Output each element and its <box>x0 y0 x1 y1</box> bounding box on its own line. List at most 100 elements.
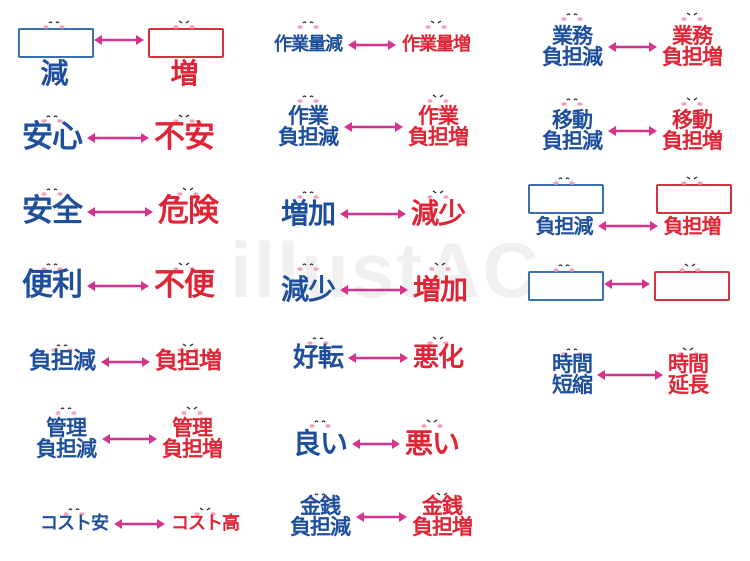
face-icon <box>173 262 195 271</box>
face-icon <box>427 336 449 345</box>
double-arrow-icon <box>607 42 657 52</box>
decrease-word: 作業量減 <box>274 34 343 55</box>
decrease-word: コスト安 <box>40 513 109 534</box>
blank-label-box <box>654 271 730 301</box>
double-arrow-icon <box>100 356 150 367</box>
decrease-word: 業務 負担減 <box>542 24 603 69</box>
face-icon <box>561 348 583 356</box>
face-icon <box>177 343 199 352</box>
face-icon <box>177 187 199 196</box>
increase-word: 作業 負担増 <box>408 104 469 149</box>
face-icon <box>41 263 63 271</box>
face-icon <box>181 406 203 415</box>
face-icon <box>173 20 195 29</box>
decrease-word: 安心 <box>22 119 83 155</box>
face-icon <box>681 12 703 21</box>
double-arrow-icon <box>114 519 165 529</box>
double-arrow-icon <box>598 221 658 231</box>
face-icon <box>297 21 319 29</box>
decrease-word: 作業 負担減 <box>278 104 339 149</box>
increase-word: コスト高 <box>171 513 240 534</box>
face-icon <box>553 177 575 185</box>
face-icon <box>194 507 216 516</box>
double-arrow-icon <box>340 285 408 295</box>
increase-word: 時間 延長 <box>668 352 709 397</box>
increase-word: 負担増 <box>663 214 722 238</box>
blank-label-box <box>148 28 224 58</box>
face-icon <box>309 493 331 501</box>
decrease-word: 好転 <box>292 343 344 373</box>
increase-word: 作業量増 <box>402 34 471 55</box>
decrease-word: 負担減 <box>535 214 594 238</box>
face-icon <box>677 347 699 356</box>
double-arrow-icon <box>343 122 403 132</box>
face-icon <box>297 191 319 199</box>
face-icon <box>561 98 583 106</box>
double-arrow-icon <box>604 279 650 289</box>
double-arrow-icon <box>87 132 149 143</box>
decrease-word: 安全 <box>22 193 83 229</box>
face-icon <box>307 337 329 345</box>
face-icon <box>43 21 65 29</box>
increase-word: 危険 <box>158 193 219 229</box>
double-arrow-icon <box>348 40 396 50</box>
face-icon <box>63 508 85 516</box>
face-icon <box>427 190 449 199</box>
decrease-word: 時間 短縮 <box>552 352 593 397</box>
increase-word: 減少 <box>410 197 466 230</box>
blank-label-box <box>656 184 732 214</box>
blank-label-box <box>18 28 94 58</box>
increase-word: 管理 負担増 <box>162 416 223 461</box>
double-arrow-icon <box>597 370 663 380</box>
increase-word: 金銭 負担増 <box>412 494 473 539</box>
double-arrow-icon <box>352 439 400 449</box>
increase-word: 業務 負担増 <box>662 24 723 69</box>
double-arrow-icon <box>607 126 657 136</box>
blank-label-box <box>528 271 604 301</box>
face-icon <box>427 94 449 103</box>
increase-word: 悪い <box>404 427 460 460</box>
double-arrow-icon <box>87 280 149 291</box>
face-icon <box>51 344 73 352</box>
face-icon <box>561 13 583 21</box>
increase-word: 増 <box>170 57 198 90</box>
face-icon <box>55 407 77 415</box>
double-arrow-icon <box>94 35 144 45</box>
face-icon <box>421 419 443 428</box>
face-icon <box>173 114 195 123</box>
double-arrow-icon <box>340 209 406 219</box>
decrease-word: 増加 <box>280 197 336 230</box>
decrease-word: 良い <box>292 427 348 460</box>
double-arrow-icon <box>87 206 153 217</box>
decrease-word: 便利 <box>22 267 83 303</box>
decrease-word: 減 <box>40 57 68 90</box>
face-icon <box>553 264 575 272</box>
increase-word: 移動 負担増 <box>662 108 723 153</box>
face-icon <box>681 176 703 185</box>
blank-label-box <box>528 184 604 214</box>
increase-word: 不安 <box>154 119 215 155</box>
face-icon <box>297 263 319 271</box>
increase-word: 悪化 <box>412 343 464 373</box>
decrease-word: 負担減 <box>29 348 96 374</box>
decrease-word: 金銭 負担減 <box>290 494 351 539</box>
decrease-word: 移動 負担減 <box>542 108 603 153</box>
face-icon <box>425 20 447 29</box>
decrease-word: 減少 <box>280 273 336 306</box>
face-icon <box>309 420 331 428</box>
increase-word: 不便 <box>154 267 215 303</box>
double-arrow-icon <box>348 353 408 363</box>
face-icon <box>431 492 453 501</box>
decrease-word: 管理 負担減 <box>36 416 97 461</box>
face-icon <box>429 262 451 271</box>
double-arrow-icon <box>101 434 157 444</box>
face-icon <box>679 263 701 272</box>
face-icon <box>681 97 703 106</box>
face-icon <box>41 188 63 196</box>
face-icon <box>297 95 319 103</box>
increase-word: 負担増 <box>155 348 222 374</box>
watermark: illustAC <box>230 226 541 314</box>
double-arrow-icon <box>355 512 407 522</box>
increase-word: 増加 <box>412 273 468 306</box>
face-icon <box>41 115 63 123</box>
